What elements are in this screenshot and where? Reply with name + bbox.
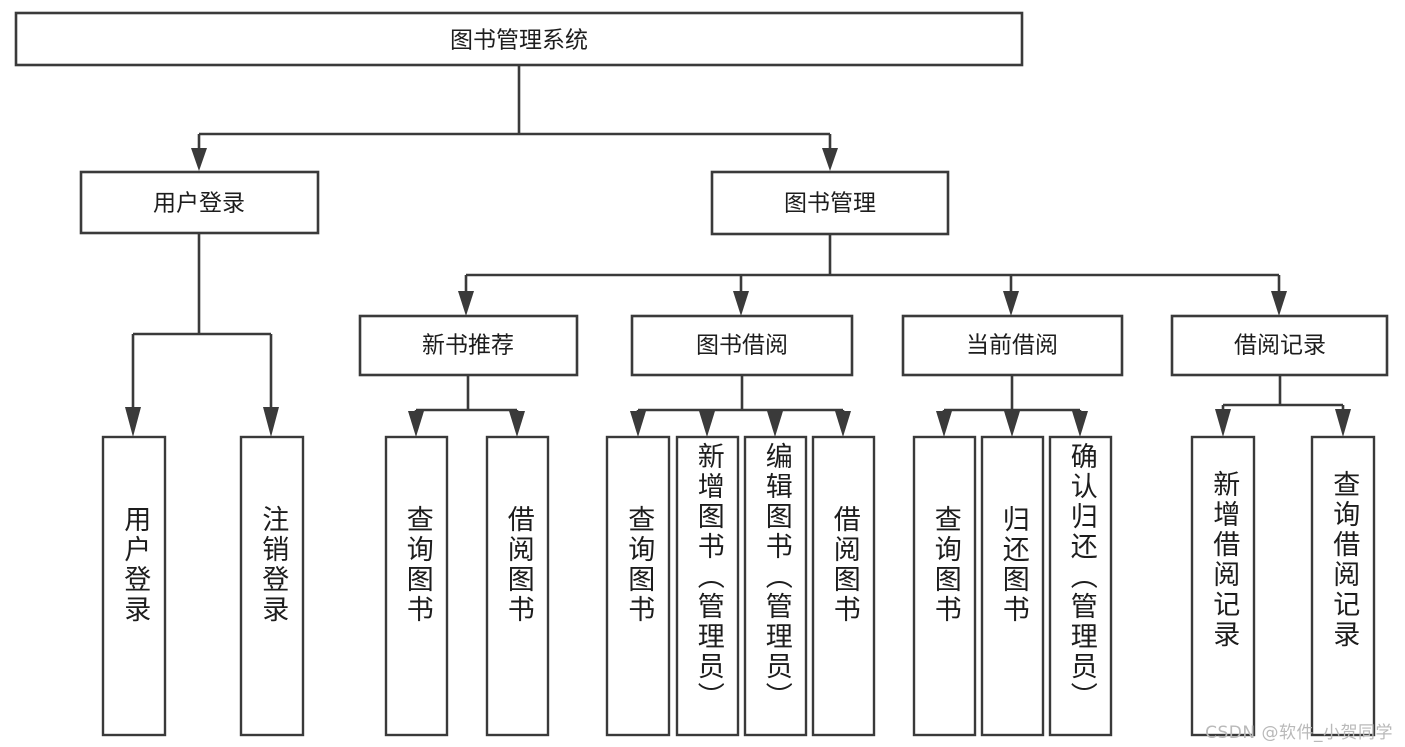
leaf-box-add-record[interactable] bbox=[1190, 435, 1256, 737]
node-new-book-recommend-label: 新书推荐 bbox=[422, 333, 514, 359]
leaf-box-edit-book[interactable] bbox=[743, 435, 808, 737]
node-current-borrow[interactable] bbox=[901, 314, 1124, 377]
arrow-head-icon bbox=[1003, 291, 1019, 316]
connector-book-borrow-to-leaves bbox=[630, 375, 851, 437]
connector-root-to-level1 bbox=[191, 65, 838, 171]
arrow-head-icon bbox=[458, 291, 474, 316]
leaf-box-query-book-1[interactable] bbox=[384, 435, 449, 737]
arrow-head-icon bbox=[630, 411, 646, 437]
arrow-head-icon bbox=[835, 411, 851, 437]
node-user-login[interactable] bbox=[79, 170, 320, 235]
leaf-box-add-book[interactable] bbox=[675, 435, 740, 737]
node-book-management[interactable] bbox=[710, 170, 950, 236]
node-borrow-record-label: 借阅记录 bbox=[1234, 333, 1326, 359]
arrow-head-icon bbox=[733, 291, 749, 316]
node-user-login-label: 用户登录 bbox=[153, 191, 245, 217]
connector-new-book-to-leaves bbox=[408, 375, 525, 437]
connector-book-management-to-level2 bbox=[458, 234, 1287, 316]
node-current-borrow-label: 当前借阅 bbox=[966, 333, 1058, 359]
arrow-head-icon bbox=[767, 411, 783, 437]
arrow-head-icon bbox=[191, 148, 207, 171]
arrow-head-icon bbox=[1271, 291, 1287, 316]
connector-borrow-record-to-leaves bbox=[1215, 375, 1351, 437]
leaf-box-borrow-book-2[interactable] bbox=[811, 435, 876, 737]
arrow-head-icon bbox=[699, 411, 715, 437]
arrow-head-icon bbox=[1215, 409, 1231, 437]
node-book-management-label: 图书管理 bbox=[784, 191, 876, 217]
leaf-box-borrow-book-1[interactable] bbox=[485, 435, 550, 737]
leaf-box-user-login[interactable] bbox=[101, 435, 167, 737]
leaf-box-logout-login[interactable] bbox=[239, 435, 305, 737]
arrow-head-icon bbox=[125, 407, 141, 437]
watermark-text: CSDN @软件_小贺同学 bbox=[1205, 723, 1393, 743]
node-root-label: 图书管理系统 bbox=[450, 28, 588, 54]
node-root[interactable] bbox=[14, 11, 1024, 67]
leaf-box-query-book-2[interactable] bbox=[605, 435, 671, 737]
arrow-head-icon bbox=[936, 411, 952, 437]
arrow-head-icon bbox=[263, 407, 279, 437]
leaf-box-return-book[interactable] bbox=[980, 435, 1045, 737]
arrow-head-icon bbox=[1004, 411, 1020, 437]
arrow-head-icon bbox=[408, 411, 424, 437]
node-borrow-record[interactable] bbox=[1170, 314, 1389, 377]
arrow-head-icon bbox=[509, 411, 525, 437]
arrow-head-icon bbox=[1335, 409, 1351, 437]
leaf-box-confirm-return[interactable] bbox=[1048, 435, 1113, 737]
arrow-head-icon bbox=[1072, 411, 1088, 437]
leaf-box-query-book-3[interactable] bbox=[912, 435, 977, 737]
node-book-borrow-label: 图书借阅 bbox=[696, 333, 788, 359]
node-book-borrow[interactable] bbox=[630, 314, 854, 377]
connector-current-borrow-to-leaves bbox=[936, 375, 1088, 437]
leaf-box-query-record[interactable] bbox=[1310, 435, 1376, 737]
connector-user-login-to-leaves bbox=[125, 233, 279, 437]
node-new-book-recommend[interactable] bbox=[358, 314, 579, 377]
arrow-head-icon bbox=[822, 148, 838, 171]
